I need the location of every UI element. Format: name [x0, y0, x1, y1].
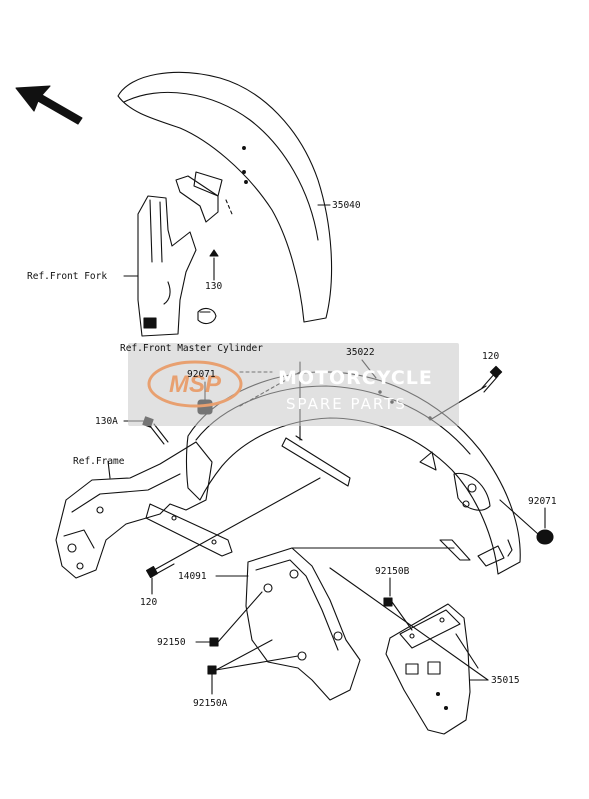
bolt-92150 [195, 591, 263, 647]
label-35040: 35040 [332, 200, 361, 211]
watermark-subtitle: SPARE PARTS [286, 395, 407, 413]
label-14091: 14091 [178, 571, 207, 582]
label-35022: 35022 [346, 347, 375, 358]
svg-text:MSP: MSP [169, 371, 222, 398]
front-fork-reference [123, 195, 219, 337]
label-ref-frame: Ref.Frame [73, 456, 125, 467]
label-92150: 92150 [157, 637, 186, 648]
inner-fender-14091 [215, 547, 455, 701]
label-ref-front-fork: Ref.Front Fork [27, 271, 108, 282]
watermark: MSP MOTORCYCLE SPARE PARTS [128, 343, 459, 426]
bolt-92150A [207, 639, 299, 695]
bolt-92150B [383, 577, 413, 631]
label-130A: 130A [95, 416, 118, 427]
frame-reference [55, 441, 233, 579]
arrow-up-left-icon [15, 85, 83, 125]
watermark-logo-icon: MSP [147, 360, 243, 408]
label-120-top: 120 [482, 351, 500, 362]
label-92150A: 92150A [193, 698, 228, 709]
label-92071-right: 92071 [528, 496, 557, 507]
collar-92071-right [499, 499, 554, 545]
label-35015: 35015 [491, 675, 520, 686]
label-92071-left: 92071 [187, 369, 216, 380]
license-bracket-35015 [329, 567, 489, 735]
label-120-bottom: 120 [140, 597, 158, 608]
label-92150B: 92150B [375, 566, 410, 577]
bolt-120-bottom [145, 477, 321, 595]
label-ref-front-master-cylinder: Ref.Front Master Cylinder [120, 343, 263, 354]
watermark-title: MOTORCYCLE [278, 367, 433, 389]
label-130: 130 [205, 281, 223, 292]
bolt-120-top [481, 365, 503, 393]
front-fender-35040 [117, 71, 333, 323]
